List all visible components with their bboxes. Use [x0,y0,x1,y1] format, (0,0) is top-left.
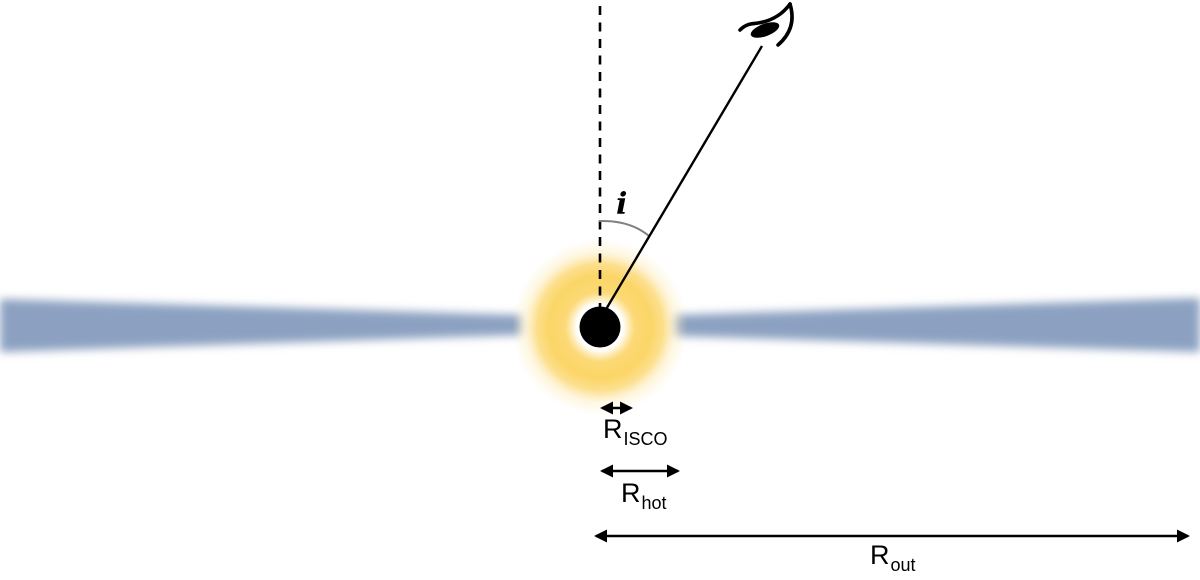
r-isco-sub: ISCO [623,429,668,449]
eye-upper-lid [738,2,792,32]
line-of-sight [603,45,764,312]
r-hot-main: R [621,478,641,508]
r-isco-label: RISCO [603,414,668,449]
r-isco-main: R [603,414,623,444]
inclination-angle-arc [598,219,650,237]
black-hole [579,306,621,348]
accretion-disk-right [674,298,1200,352]
r-out-sub: out [890,555,916,575]
eye-pupil [750,22,780,38]
r-hot-sub: hot [641,493,667,513]
accretion-disk-left [0,299,522,352]
r-hot-label: Rhot [621,478,667,513]
observer-eye-icon [738,2,794,47]
eye-lower-lid [776,2,794,47]
inclination-angle-label: i [616,187,628,222]
r-out-main: R [870,540,890,570]
r-out-label: Rout [870,540,916,575]
